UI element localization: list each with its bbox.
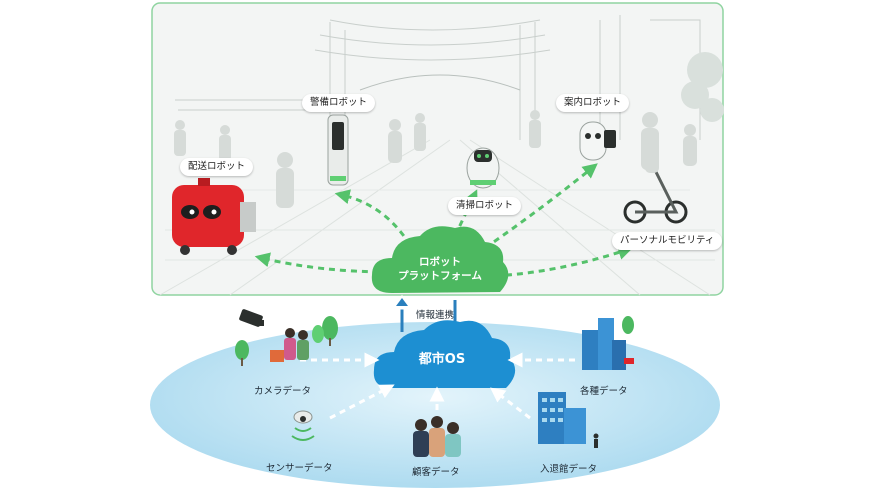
label-cleaning-robot: 清掃ロボット bbox=[448, 197, 522, 215]
personal-mobility bbox=[623, 129, 688, 224]
cleaning-robot bbox=[466, 147, 500, 189]
arrow-to-mobility bbox=[494, 245, 634, 278]
entry-building-icon bbox=[538, 392, 599, 448]
label-sensor-data: センサーデータ bbox=[266, 463, 333, 474]
arrow-entry-to-os bbox=[490, 387, 531, 420]
label-guide-robot: 案内ロボット bbox=[556, 94, 630, 112]
buildings-icon bbox=[582, 316, 634, 370]
label-personal-mobility: パーソナルモビリティ bbox=[612, 232, 723, 250]
arrow-to-guide bbox=[484, 163, 598, 250]
city-os-cloud bbox=[373, 320, 516, 388]
delivery-robot bbox=[172, 178, 256, 255]
info-link-label: 情報連携 bbox=[416, 310, 455, 321]
platform-line-1: ロボット bbox=[419, 256, 461, 268]
camera-icon bbox=[239, 309, 264, 327]
security-robot bbox=[327, 114, 349, 186]
robot-platform-cloud bbox=[371, 226, 509, 293]
platform-line-2: プラットフォーム bbox=[398, 270, 482, 282]
label-customer-data: 顧客データ bbox=[412, 467, 460, 478]
arrow-to-security bbox=[334, 189, 412, 246]
data-os-arrows bbox=[300, 352, 575, 420]
guide-robot bbox=[579, 121, 616, 161]
city-data-ellipse bbox=[150, 322, 720, 488]
family-people bbox=[270, 328, 309, 362]
trees-left bbox=[235, 316, 338, 366]
label-entry-data: 入退館データ bbox=[540, 464, 598, 475]
label-camera-data: カメラデータ bbox=[254, 386, 312, 397]
platform-title: ロボット プラットフォーム bbox=[384, 255, 496, 283]
customer-people-icon bbox=[413, 416, 461, 457]
label-delivery-robot: 配送ロボット bbox=[180, 158, 254, 176]
sensor-icon bbox=[291, 410, 315, 441]
label-security-robot: 警備ロボット bbox=[302, 94, 376, 112]
label-various-data: 各種データ bbox=[580, 386, 628, 397]
city-os-label: 都市OS bbox=[418, 352, 466, 367]
